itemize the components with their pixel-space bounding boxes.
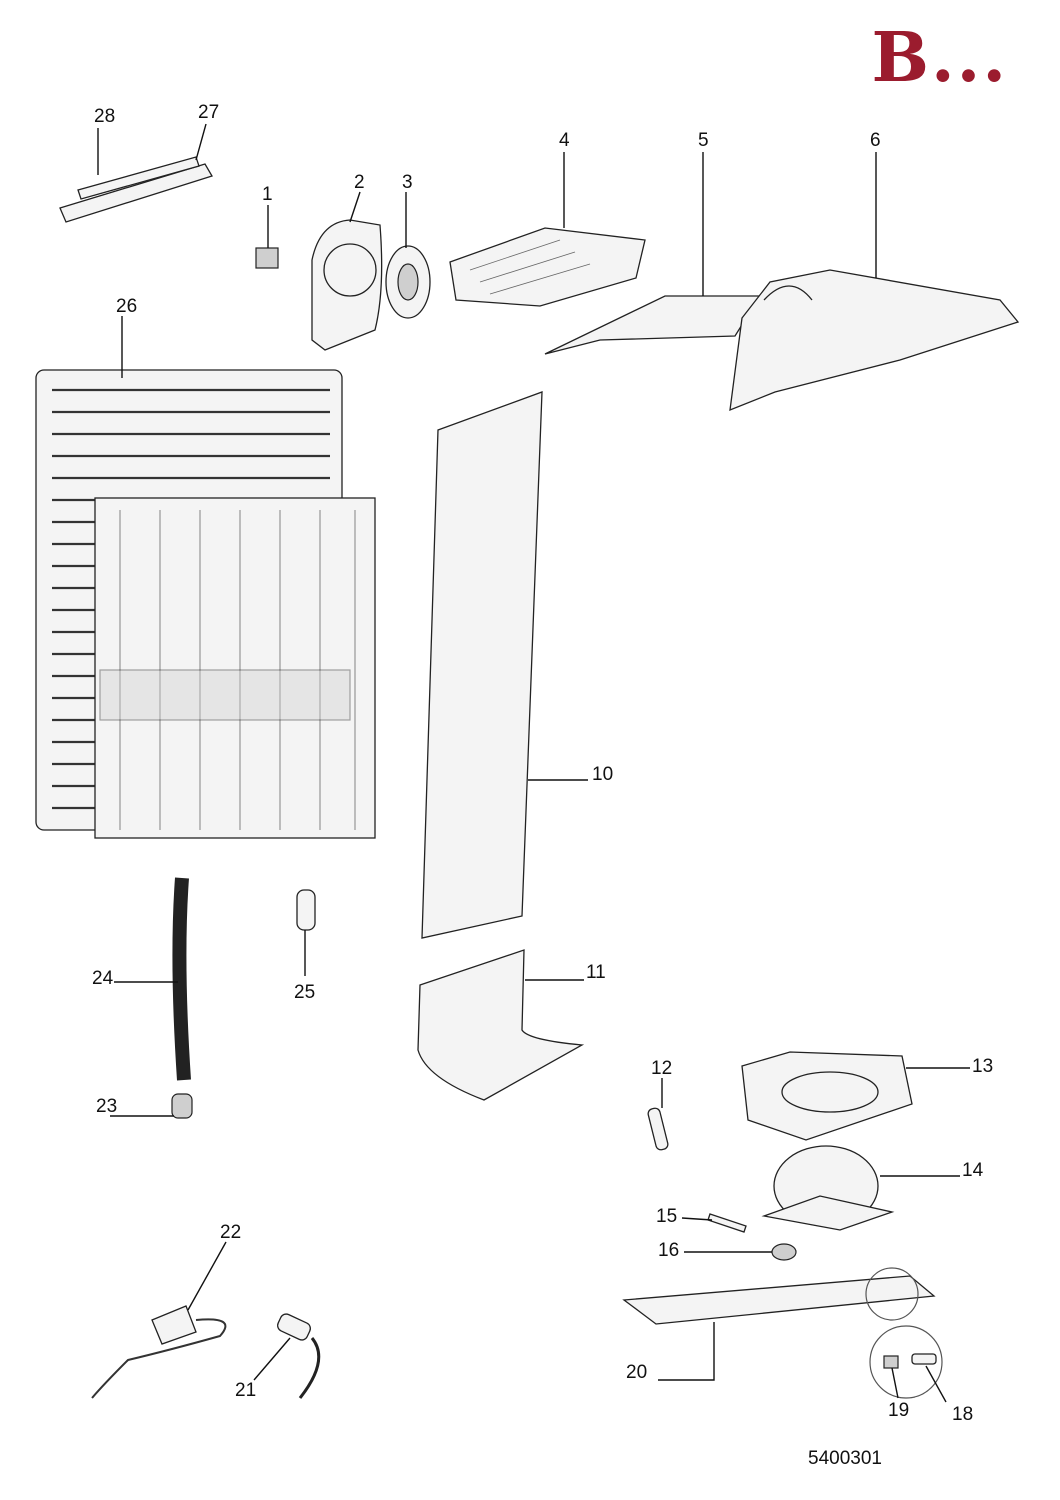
part-13-drip-tray bbox=[741, 1051, 970, 1141]
callout-27: 27 bbox=[198, 102, 219, 123]
callout-24: 24 bbox=[92, 968, 114, 989]
callout-19: 19 bbox=[888, 1400, 909, 1421]
part-14-compressor bbox=[761, 1145, 960, 1231]
callout-6: 6 bbox=[870, 130, 881, 151]
part-20-base-rail bbox=[622, 1267, 936, 1381]
callout-1: 1 bbox=[262, 184, 273, 205]
callout-15: 15 bbox=[656, 1206, 677, 1227]
part-22-power-cord bbox=[91, 1241, 227, 1399]
callout-13: 13 bbox=[972, 1056, 993, 1077]
part-4-evaporator bbox=[449, 152, 646, 307]
callout-14: 14 bbox=[962, 1160, 984, 1181]
part-11-shield bbox=[417, 949, 585, 1101]
callout-22: 22 bbox=[220, 1222, 241, 1243]
callout-21: 21 bbox=[235, 1380, 256, 1401]
part-21-capacitor bbox=[253, 1313, 321, 1399]
header-badge: B... bbox=[871, 18, 1008, 98]
callout-5: 5 bbox=[698, 130, 709, 151]
callout-23: 23 bbox=[96, 1096, 117, 1117]
callout-2: 2 bbox=[354, 172, 365, 193]
callout-28: 28 bbox=[94, 106, 115, 127]
part-24-drain-hose bbox=[114, 877, 191, 1081]
callout-18: 18 bbox=[952, 1404, 973, 1425]
part-15-clip bbox=[681, 1213, 747, 1233]
part-23-hose-cap bbox=[110, 1093, 193, 1119]
part-27-28-bracket bbox=[59, 123, 213, 223]
part-3-fan bbox=[385, 192, 431, 319]
callout-16: 16 bbox=[658, 1240, 679, 1261]
part-16-grommet bbox=[684, 1243, 797, 1261]
callout-4: 4 bbox=[559, 130, 570, 151]
callout-3: 3 bbox=[402, 172, 413, 193]
callout-11: 11 bbox=[586, 962, 606, 983]
drawing-id: 5400301 bbox=[808, 1448, 882, 1469]
part-6-air-duct bbox=[729, 152, 1020, 412]
part-25-drier bbox=[296, 889, 316, 976]
callout-10: 10 bbox=[592, 764, 613, 785]
part-10-back-panel bbox=[421, 391, 588, 939]
callout-26: 26 bbox=[116, 296, 137, 317]
part-12-pin bbox=[647, 1078, 669, 1151]
callout-20: 20 bbox=[626, 1362, 647, 1383]
part-1-thermostat bbox=[255, 205, 279, 269]
callout-12: 12 bbox=[651, 1058, 672, 1079]
part-18-19-inset bbox=[869, 1325, 947, 1403]
callout-25: 25 bbox=[294, 982, 315, 1003]
part-26-condenser bbox=[35, 316, 376, 839]
part-2-fan-housing bbox=[311, 191, 383, 351]
